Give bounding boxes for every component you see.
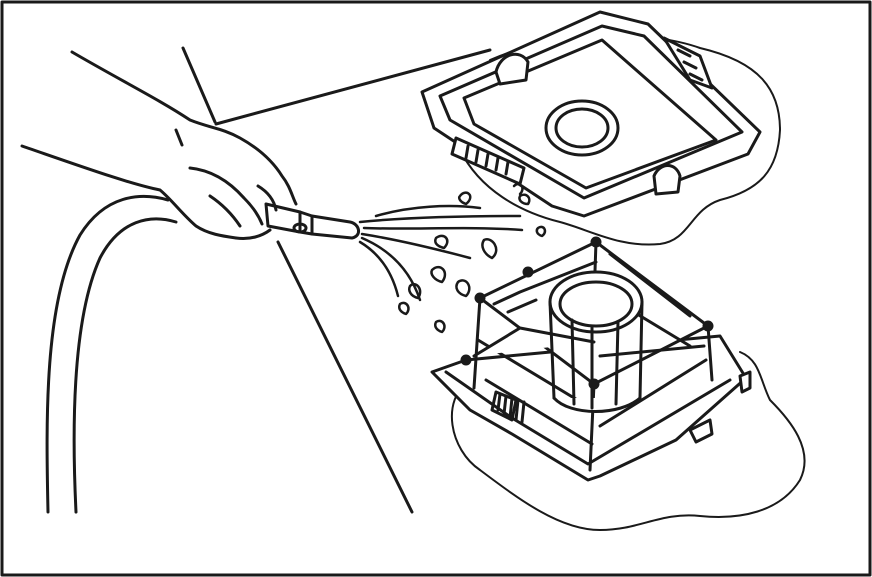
floor-lines [181, 46, 492, 514]
filter-basket [430, 236, 752, 482]
water-spray [358, 182, 547, 334]
filter-lid [420, 10, 762, 218]
hose [45, 194, 178, 514]
hand-with-hose [20, 50, 360, 240]
water-puddle [450, 34, 806, 531]
nozzle [264, 202, 360, 240]
